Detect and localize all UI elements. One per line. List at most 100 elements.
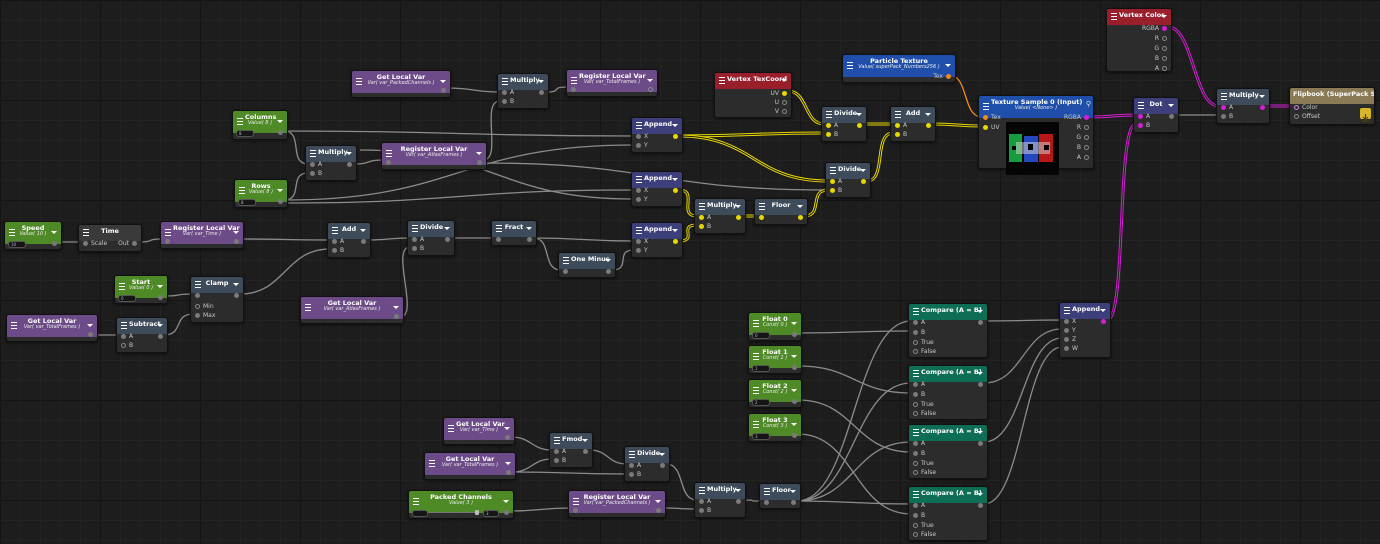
chevron-down-icon[interactable] xyxy=(503,500,509,503)
input-port-b[interactable]: B xyxy=(121,341,133,350)
input-port-b[interactable]: B xyxy=(1221,112,1233,121)
node-header[interactable]: Add xyxy=(328,223,370,239)
input-port-b[interactable]: B xyxy=(913,328,925,337)
output-port-b[interactable]: B xyxy=(1077,143,1089,152)
menu-icon[interactable] xyxy=(847,62,853,69)
chevron-down-icon[interactable] xyxy=(277,189,283,192)
output-port[interactable] xyxy=(670,132,678,141)
wire-float0-to-compare1[interactable] xyxy=(797,330,912,334)
menu-icon[interactable] xyxy=(573,498,579,505)
output-port[interactable] xyxy=(788,498,796,507)
output-port-v[interactable]: V xyxy=(775,107,787,116)
menu-icon[interactable] xyxy=(753,353,759,360)
wire-floor-to-compare1[interactable] xyxy=(796,320,912,502)
output-port[interactable] xyxy=(580,447,588,456)
flipbook-output-node[interactable]: Flipbook (SuperPack Su... Color Offset xyxy=(1289,87,1375,125)
menu-icon[interactable] xyxy=(1064,307,1070,314)
subtract-node[interactable]: Subtract A B xyxy=(116,317,168,353)
input-port-y[interactable]: Y xyxy=(636,195,648,204)
output-port-r[interactable]: R xyxy=(1155,34,1167,43)
input-port-min[interactable]: Min xyxy=(195,302,214,311)
chevron-down-icon[interactable] xyxy=(945,64,951,67)
input-port-a[interactable]: A xyxy=(332,237,344,246)
input-port-x[interactable]: X xyxy=(636,132,648,141)
output-port[interactable] xyxy=(789,330,797,339)
input-port-true[interactable]: True xyxy=(913,459,934,468)
menu-icon[interactable] xyxy=(310,150,316,157)
chevron-down-icon[interactable] xyxy=(655,500,661,503)
output-port[interactable] xyxy=(975,380,983,389)
texture-sample-node[interactable]: Texture Sample 0 (Input)Value( <None> )⚲… xyxy=(978,95,1094,175)
add-node[interactable]: Add A B xyxy=(327,222,371,258)
input-port-b[interactable]: B xyxy=(310,169,322,178)
output-port[interactable] xyxy=(1166,112,1174,121)
multiply-node[interactable]: Multiply A B xyxy=(694,198,746,234)
input-port-a[interactable]: A xyxy=(502,88,514,97)
input-port-color[interactable]: Color xyxy=(1294,103,1318,112)
value-field[interactable]: 8 xyxy=(238,199,256,206)
wire-fmod-to-divide[interactable] xyxy=(588,449,628,465)
input-port-a[interactable]: A xyxy=(1221,103,1233,112)
chevron-down-icon[interactable] xyxy=(791,389,797,392)
multiply-node[interactable]: Multiply A B xyxy=(305,145,357,181)
input-port-a[interactable]: A xyxy=(699,213,711,222)
input-port-a[interactable]: A xyxy=(554,447,566,456)
input-port-a[interactable]: A xyxy=(629,461,641,470)
chevron-down-icon[interactable] xyxy=(977,493,983,496)
menu-icon[interactable] xyxy=(237,118,243,125)
input-port[interactable] xyxy=(573,506,581,515)
menu-icon[interactable] xyxy=(699,203,705,210)
append-node[interactable]: Append X Y xyxy=(631,117,683,153)
node-header[interactable]: Subtract xyxy=(117,318,167,334)
chevron-down-icon[interactable] xyxy=(51,231,57,234)
output-port[interactable] xyxy=(275,197,283,206)
multiply-node[interactable]: Multiply A B xyxy=(497,73,549,109)
input-port-b[interactable]: B xyxy=(830,186,842,195)
input-port-a[interactable]: A xyxy=(913,380,925,389)
node-header[interactable]: Divide xyxy=(826,163,870,179)
chevron-down-icon[interactable] xyxy=(791,355,797,358)
input-port[interactable] xyxy=(571,85,579,94)
fmod-node[interactable]: Fmod A B xyxy=(549,432,593,468)
output-port[interactable] xyxy=(789,431,797,440)
input-port-a[interactable]: A xyxy=(826,121,838,130)
input-port-y[interactable]: Y xyxy=(636,141,648,150)
node-header[interactable]: Vertex TexCoord xyxy=(715,73,791,89)
wire-start-to-clamp[interactable] xyxy=(163,293,194,297)
input-port-b[interactable]: B xyxy=(913,390,925,399)
chevron-down-icon[interactable] xyxy=(1259,95,1265,98)
node-header[interactable]: One Minus xyxy=(559,253,615,269)
menu-icon[interactable] xyxy=(239,187,245,194)
value-field[interactable]: 1 xyxy=(752,365,770,372)
output-port[interactable] xyxy=(733,497,741,506)
divide-node[interactable]: Divide A B xyxy=(821,106,867,142)
output-port[interactable] xyxy=(733,213,741,222)
node-header[interactable]: Compare (A = B) xyxy=(909,366,987,382)
node-header[interactable]: Append xyxy=(632,118,682,134)
wire-add-to-divide[interactable] xyxy=(366,237,411,241)
menu-icon[interactable] xyxy=(121,322,127,329)
chevron-down-icon[interactable] xyxy=(1168,104,1174,107)
input-port-b[interactable]: B xyxy=(699,506,711,515)
chevron-down-icon[interactable] xyxy=(582,439,588,442)
output-port-rgba[interactable]: RGBA xyxy=(1142,24,1167,33)
output-port[interactable] xyxy=(795,213,803,222)
menu-icon[interactable] xyxy=(759,203,765,210)
menu-icon[interactable] xyxy=(699,487,705,494)
input-port[interactable] xyxy=(764,498,772,507)
node-header[interactable]: Fmod xyxy=(550,433,592,449)
output-port[interactable] xyxy=(501,508,509,517)
node-header[interactable]: Vertex Color xyxy=(1107,9,1171,25)
